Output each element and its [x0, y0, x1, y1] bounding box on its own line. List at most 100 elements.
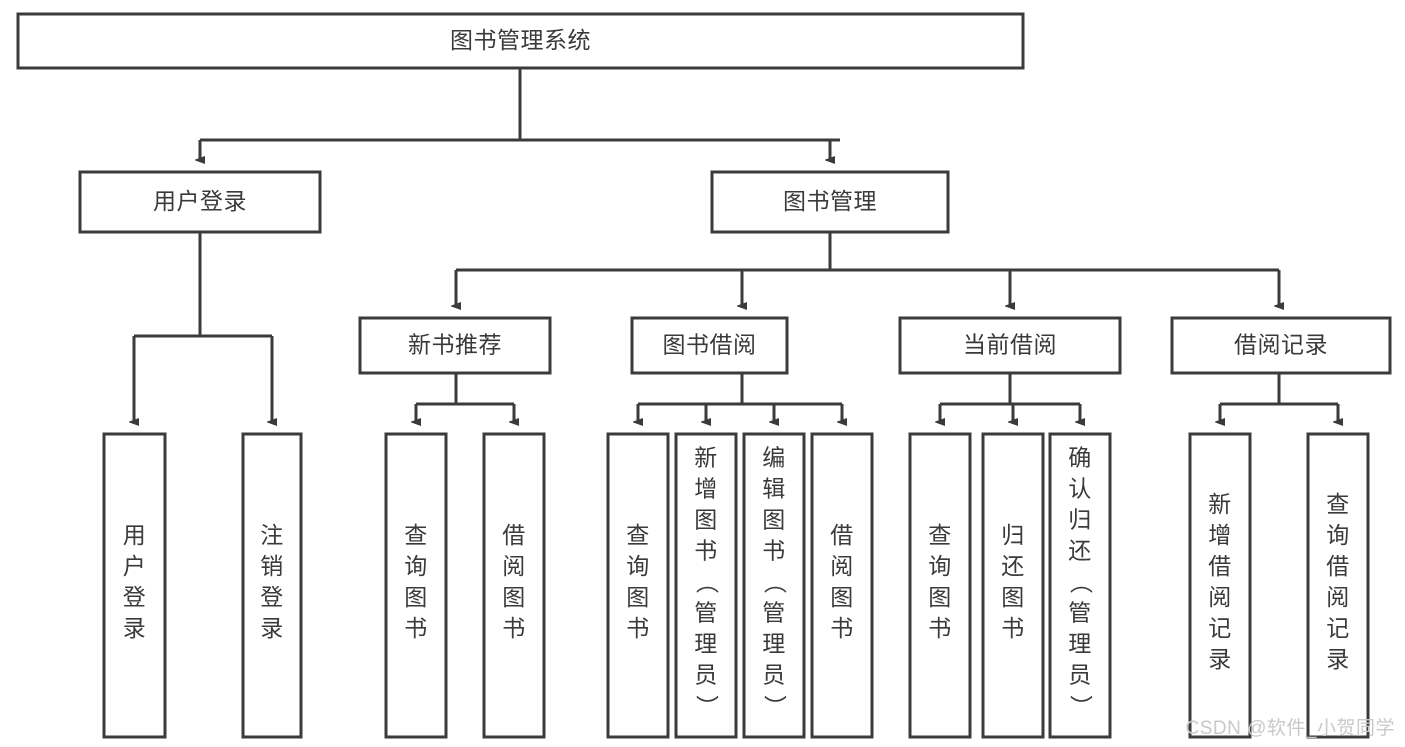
node-label-char: 借: [1208, 553, 1232, 579]
node-box[interactable]: [710, 170, 950, 234]
node-box[interactable]: [1048, 432, 1112, 739]
node-label-char: 记: [1208, 615, 1232, 641]
node-l3-2[interactable]: 当前借阅: [898, 316, 1122, 375]
node-label: 新书推荐: [408, 332, 502, 358]
node-label-char: 图: [626, 584, 650, 610]
node-l2-1[interactable]: 图书管理: [710, 170, 950, 234]
node-l3-3[interactable]: 借阅记录: [1170, 316, 1392, 375]
node-label-char: 书: [502, 615, 526, 641]
node-label: 借阅记录: [1234, 332, 1328, 358]
node-box[interactable]: [102, 432, 167, 739]
node-label-char: 还: [1068, 538, 1092, 564]
node-label-char: 书: [1001, 615, 1025, 641]
node-label-char: 录: [1208, 646, 1232, 672]
node-box[interactable]: [810, 432, 874, 739]
node-box[interactable]: [630, 316, 789, 375]
node-box[interactable]: [1188, 432, 1252, 739]
node-label: 图书管理系统: [450, 27, 591, 53]
node-label-char: ）: [1068, 695, 1094, 719]
node-label-char: 书: [762, 538, 786, 564]
node-label-char: 归: [1068, 507, 1092, 533]
node-label-char: ）: [762, 695, 788, 719]
node-box[interactable]: [908, 432, 972, 739]
node-label-char: 阅: [830, 553, 854, 579]
node-label-char: 查: [1326, 491, 1350, 517]
node-label: 用户登录: [153, 188, 247, 214]
node-label-char: 书: [404, 615, 428, 641]
node-box[interactable]: [241, 432, 303, 739]
node-label-char: 新: [1208, 491, 1232, 517]
node-label-char: 书: [928, 615, 952, 641]
node-label: 图书借阅: [663, 332, 757, 358]
node-label-char: 理: [694, 631, 718, 657]
node-box[interactable]: [898, 316, 1122, 375]
node-box[interactable]: [482, 432, 546, 739]
node-box[interactable]: [16, 12, 1025, 70]
node-l4-0[interactable]: 用户登录: [102, 432, 167, 739]
node-box[interactable]: [606, 432, 670, 739]
node-label-char: 书: [694, 538, 718, 564]
node-label-char: 员: [1068, 662, 1092, 688]
node-label-char: 图: [830, 584, 854, 610]
node-label-char: 借: [1326, 553, 1350, 579]
node-box[interactable]: [358, 316, 552, 375]
node-label-char: 确: [1068, 445, 1092, 471]
node-label-char: 查: [928, 522, 952, 548]
node-label-char: 图: [694, 507, 718, 533]
node-box[interactable]: [1306, 432, 1370, 739]
node-label-char: 还: [1001, 553, 1025, 579]
node-label-char: 借: [502, 522, 526, 548]
node-label-char: 录: [123, 615, 147, 641]
node-label: 图书管理: [783, 188, 877, 214]
node-label-char: 询: [404, 553, 428, 579]
node-l3-0[interactable]: 新书推荐: [358, 316, 552, 375]
node-l3-1[interactable]: 图书借阅: [630, 316, 789, 375]
node-label-char: 录: [1326, 646, 1350, 672]
node-label-char: 认: [1068, 476, 1092, 502]
node-root-0[interactable]: 图书管理系统: [16, 12, 1025, 70]
node-label-char: 记: [1326, 615, 1350, 641]
node-box[interactable]: [384, 432, 448, 739]
node-label-char: 查: [626, 522, 650, 548]
node-label-char: 图: [928, 584, 952, 610]
node-label-char: 图: [502, 584, 526, 610]
node-label-char: 登: [260, 584, 284, 610]
node-box[interactable]: [981, 432, 1045, 739]
node-label-char: 销: [260, 553, 284, 579]
node-label-char: 询: [1326, 522, 1350, 548]
node-box[interactable]: [1170, 316, 1392, 375]
node-label-char: 阅: [1208, 584, 1232, 610]
node-box[interactable]: [674, 432, 738, 739]
node-label-char: 阅: [1326, 584, 1350, 610]
node-label-char: 询: [928, 553, 952, 579]
node-label-char: 图: [404, 584, 428, 610]
node-l2-0[interactable]: 用户登录: [78, 170, 322, 234]
node-label-char: 编: [762, 445, 786, 471]
node-box[interactable]: [742, 432, 806, 739]
node-label-char: 归: [1001, 522, 1025, 548]
node-label-char: （: [762, 571, 788, 595]
node-label-char: 增: [1208, 522, 1232, 548]
node-box[interactable]: [78, 170, 322, 234]
node-label-char: 注: [260, 522, 284, 548]
node-label-char: 询: [626, 553, 650, 579]
node-label: 当前借阅: [963, 332, 1057, 358]
node-label-char: 管: [762, 600, 786, 626]
node-label-char: 辑: [762, 476, 786, 502]
node-label-char: 书: [830, 615, 854, 641]
node-label-char: 借: [830, 522, 854, 548]
